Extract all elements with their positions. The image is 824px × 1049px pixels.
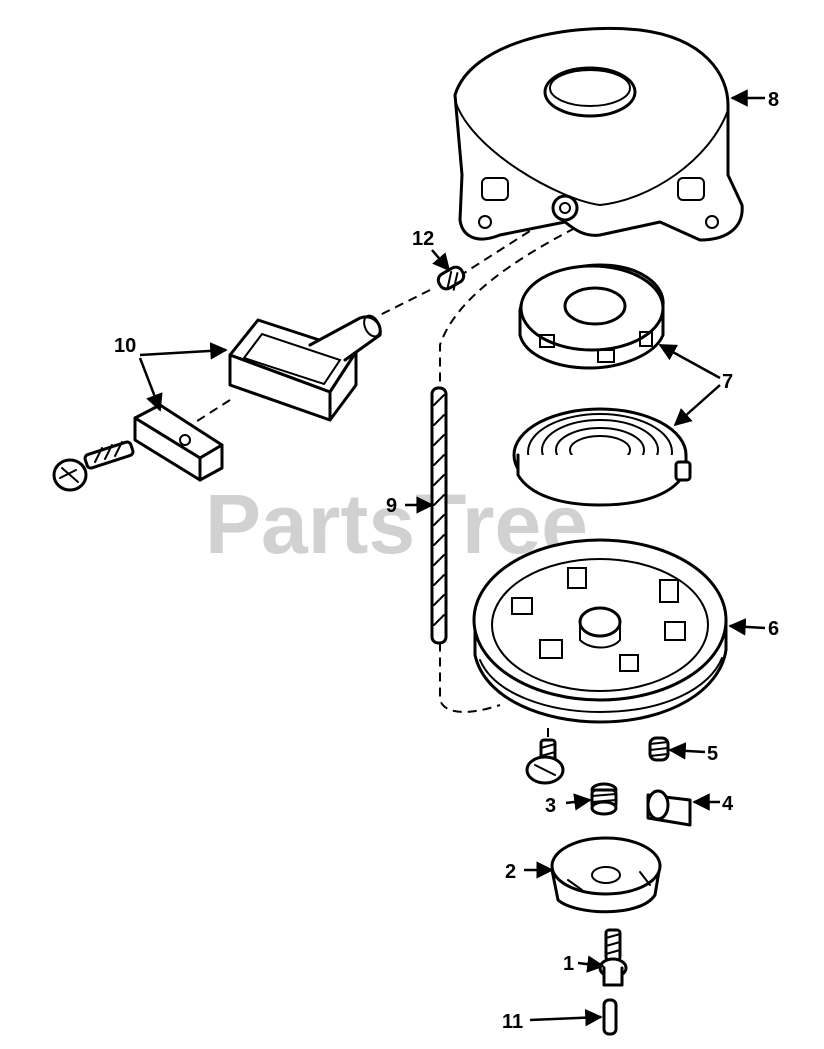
part-11-pin[interactable] [602,998,618,1036]
part-7-recoil-spring[interactable] [512,407,692,507]
part-5-small-spring[interactable] [648,736,670,762]
part-10-handle-bracket[interactable] [133,403,224,482]
leader-lines [138,89,766,1027]
callout-5: 5 [707,743,718,765]
part-10-starter-handle[interactable] [228,313,383,422]
part-1-shoulder-screw[interactable] [598,928,628,987]
callout-8: 8 [768,89,779,111]
callout-9: 9 [386,495,397,517]
part-7-spring-cup[interactable] [518,263,665,370]
callout-6: 6 [768,618,779,640]
callout-2: 2 [505,861,516,883]
part-9-starter-rope[interactable] [430,386,448,645]
part-2-retainer[interactable] [550,836,662,914]
callout-11: 11 [502,1011,523,1033]
part-12-rope-insert[interactable] [436,265,467,292]
callout-3: 3 [545,795,556,817]
part-8-starter-housing[interactable] [453,26,744,242]
callout-1: 1 [563,953,574,975]
callout-10: 10 [114,335,136,357]
pulley-retaining-screw[interactable] [525,738,565,785]
part-4-pawl[interactable] [646,789,692,827]
part-10-screw[interactable] [52,440,135,492]
part-3-spring[interactable] [590,782,618,816]
part-6-pulley[interactable] [472,538,728,724]
callout-4: 4 [722,793,734,815]
callout-labels: 8 12 10 7 9 6 5 4 3 2 1 11 [114,89,779,1033]
callout-12: 12 [412,228,434,250]
callout-7: 7 [722,371,733,393]
